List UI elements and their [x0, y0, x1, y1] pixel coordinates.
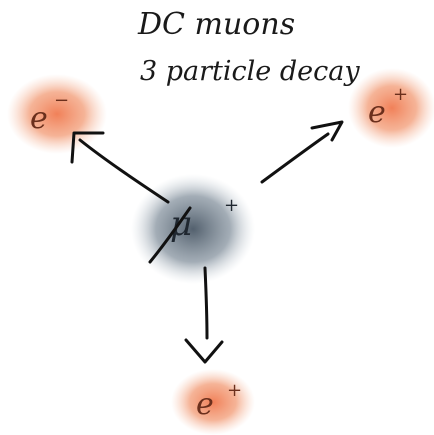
positron-charge-top-right: +	[393, 84, 408, 105]
electron-symbol-top-left: e	[30, 101, 48, 136]
positron-charge-bottom: +	[227, 380, 242, 401]
arrow-shaft-top-right	[260, 132, 330, 184]
arrow-head-top-left	[70, 131, 105, 164]
arrow-shaft-top-left	[78, 138, 170, 204]
positron-symbol-top-right: e	[368, 95, 386, 130]
arrow-head-top-right	[310, 120, 344, 142]
positron-blob-bottom	[171, 369, 255, 435]
electron-blob-top-left	[7, 74, 107, 154]
title-line-1: DC muons	[137, 7, 295, 42]
positron-blob-top-right	[348, 68, 434, 148]
electron-charge-top-left: −	[54, 90, 69, 111]
muon-tail-stroke	[148, 206, 192, 264]
muon-blob	[131, 174, 255, 284]
arrow-shaft-bottom	[203, 266, 209, 340]
arrow-head-bottom	[184, 338, 224, 364]
title-line-2: 3 particle decay	[140, 56, 360, 87]
muon-charge: +	[224, 195, 239, 216]
positron-symbol-bottom: e	[196, 387, 214, 422]
